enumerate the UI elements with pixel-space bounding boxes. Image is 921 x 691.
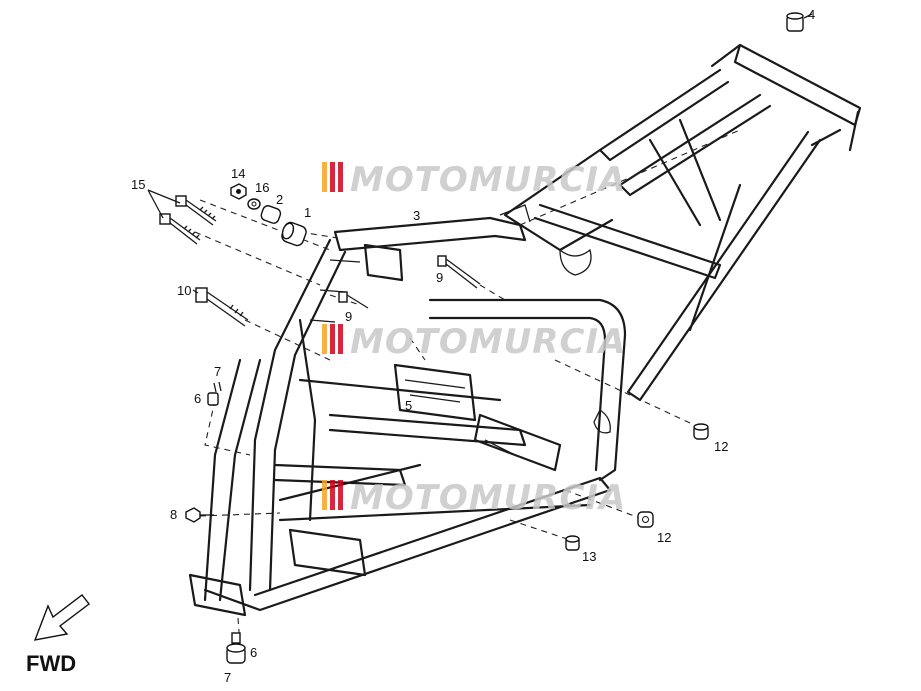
leader-lines [147, 13, 813, 294]
fwd-label: FWD [26, 651, 76, 676]
callout-6-lower: 6 [250, 645, 257, 660]
watermark-top: MOTOMURCIA [322, 160, 626, 200]
watermark-middle: MOTOMURCIA [322, 322, 626, 362]
callout-labels: 4 14 16 2 1 15 3 9 9 10 7 6 5 12 8 12 13… [131, 7, 815, 685]
watermark-text: MOTOMURCIA [350, 478, 626, 518]
callout-4: 4 [808, 7, 815, 22]
bushing-6-lower-icon [226, 643, 246, 664]
bolt-9-lower-icon [338, 291, 369, 309]
callout-12-upper: 12 [714, 439, 728, 454]
collar-2-icon [260, 205, 282, 224]
callout-13: 13 [582, 549, 596, 564]
bushing-4-icon [786, 12, 804, 32]
callout-16: 16 [255, 180, 269, 195]
washer-16-icon [247, 198, 261, 210]
bolt-7-lower-icon [231, 632, 241, 644]
callout-5: 5 [405, 398, 412, 413]
nut-13-icon [565, 535, 580, 551]
bolt-7-upper-icon [213, 381, 222, 393]
callout-2: 2 [276, 192, 283, 207]
nut-14-icon [230, 183, 247, 200]
watermark-text: MOTOMURCIA [350, 160, 626, 200]
callout-9-lower: 9 [345, 309, 352, 324]
bolt-15-upper-icon [175, 195, 217, 226]
callout-1: 1 [304, 205, 311, 220]
callout-14: 14 [231, 166, 245, 181]
callout-7-lower: 7 [224, 670, 231, 685]
bolt-9-upper-icon [437, 255, 481, 289]
bolt-8-icon [185, 507, 214, 523]
motorcycle-frame [188, 43, 862, 617]
callout-12-lower: 12 [657, 530, 671, 545]
bolt-15-lower-icon [159, 213, 201, 245]
callout-15: 15 [131, 177, 145, 192]
bushing-1-icon [281, 221, 307, 247]
watermark-text: MOTOMURCIA [350, 322, 626, 362]
forward-direction-arrow: FWD [26, 594, 90, 676]
callout-9-upper: 9 [436, 270, 443, 285]
bolt-10-icon [195, 287, 249, 327]
nut-12-lower-icon [637, 511, 654, 528]
callout-7-upper: 7 [214, 364, 221, 379]
hardware-parts [159, 12, 804, 664]
callout-3: 3 [413, 208, 420, 223]
watermark-bottom: MOTOMURCIA [322, 478, 626, 518]
callout-8: 8 [170, 507, 177, 522]
arrow-down-left-icon [33, 594, 90, 641]
assembly-lines [194, 129, 741, 646]
nut-12-upper-icon [693, 423, 709, 440]
bushing-6-upper-icon [207, 392, 219, 406]
callout-10: 10 [177, 283, 191, 298]
callout-6-upper: 6 [194, 391, 201, 406]
